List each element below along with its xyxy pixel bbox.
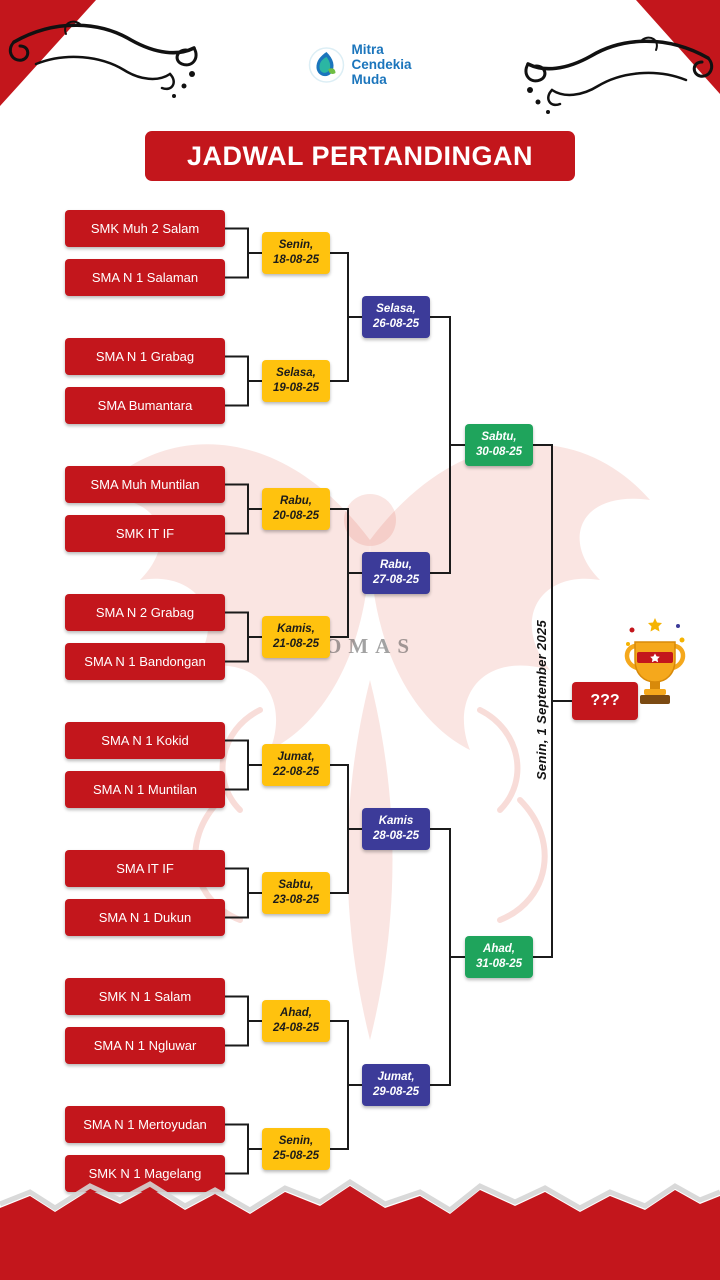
final-schedule-text: Senin, 1 September 2025 [534, 619, 549, 781]
match-date-box: Rabu, 20-08-25 [262, 488, 330, 530]
match-date: 23-08-25 [272, 894, 320, 906]
match-date-box: Ahad, 24-08-25 [262, 1000, 330, 1042]
match-date: 20-08-25 [272, 510, 320, 522]
logo-line-2: Cendekia [351, 57, 412, 73]
match-date: 26-08-25 [372, 318, 420, 330]
match-date: 25-08-25 [272, 1150, 320, 1162]
match-date: 28-08-25 [372, 830, 420, 842]
match-day: Ahad, [483, 943, 515, 956]
match-date: 21-08-25 [272, 638, 320, 650]
match-date-box: Selasa, 19-08-25 [262, 360, 330, 402]
match-day: Rabu, [380, 559, 412, 572]
team-box: SMA N 1 Grabag [65, 338, 225, 375]
match-date: 19-08-25 [272, 382, 320, 394]
logo-text: Mitra Cendekia Muda [351, 42, 411, 87]
match-day: Selasa, [276, 367, 316, 380]
team-box: SMK IT IF [65, 515, 225, 552]
match-day: Kamis, [277, 623, 315, 636]
match-day: Senin, [278, 239, 314, 252]
team-box: SMA N 2 Grabag [65, 594, 225, 631]
logo: Mitra Cendekia Muda [308, 42, 412, 87]
match-date-box: Selasa, 26-08-25 [362, 296, 430, 338]
team-box: SMA N 1 Mertoyudan [65, 1106, 225, 1143]
team-box: SMA N 1 Kokid [65, 722, 225, 759]
match-date-box: Kamis 28-08-25 [362, 808, 430, 850]
team-box: SMA N 1 Ngluwar [65, 1027, 225, 1064]
match-date: 30-08-25 [475, 446, 523, 458]
team-box: SMA Muh Muntilan [65, 466, 225, 503]
match-date-box: Senin, 18-08-25 [262, 232, 330, 274]
match-day: Kamis [378, 815, 414, 828]
match-day: Sabtu, [481, 431, 517, 444]
torn-paper-edge [0, 1179, 720, 1280]
final-winner-box: ??? [572, 682, 638, 720]
match-date: 18-08-25 [272, 254, 320, 266]
team-box: SMA N 1 Dukun [65, 899, 225, 936]
flourish-ornament-right [524, 36, 714, 114]
match-day: Selasa, [376, 303, 416, 316]
logo-mark-icon [308, 46, 345, 83]
match-date-box: Senin, 25-08-25 [262, 1128, 330, 1170]
match-date: 22-08-25 [272, 766, 320, 778]
team-box: SMK Muh 2 Salam [65, 210, 225, 247]
match-day: Jumat, [377, 1071, 415, 1084]
team-box: SMA N 1 Bandongan [65, 643, 225, 680]
match-day: Senin, [278, 1135, 314, 1148]
title-banner: JADWAL PERTANDINGAN [145, 131, 575, 181]
team-box: SMA N 1 Salaman [65, 259, 225, 296]
match-date-box: Jumat, 29-08-25 [362, 1064, 430, 1106]
team-box: SMK N 1 Salam [65, 978, 225, 1015]
trophy-icon [624, 618, 686, 704]
flourish-ornament-left [8, 20, 198, 98]
team-box: SMA Bumantara [65, 387, 225, 424]
team-box: SMA N 1 Muntilan [65, 771, 225, 808]
match-date: 29-08-25 [372, 1086, 420, 1098]
match-date-box: Sabtu, 23-08-25 [262, 872, 330, 914]
match-date: 24-08-25 [272, 1022, 320, 1034]
match-day: Rabu, [280, 495, 312, 508]
match-date-box: Rabu, 27-08-25 [362, 552, 430, 594]
team-box: SMA IT IF [65, 850, 225, 887]
match-date: 27-08-25 [372, 574, 420, 586]
logo-line-3: Muda [351, 72, 387, 88]
match-date-box: Ahad, 31-08-25 [465, 936, 533, 978]
match-day: Ahad, [280, 1007, 312, 1020]
match-date-box: Sabtu, 30-08-25 [465, 424, 533, 466]
final-winner-label: ??? [590, 692, 620, 709]
match-date-box: Kamis, 21-08-25 [262, 616, 330, 658]
match-day: Jumat, [277, 751, 315, 764]
match-day: Sabtu, [278, 879, 314, 892]
logo-line-1: Mitra [351, 42, 384, 57]
match-date-box: Jumat, 22-08-25 [262, 744, 330, 786]
page-title: JADWAL PERTANDINGAN [186, 140, 533, 171]
match-date: 31-08-25 [475, 958, 523, 970]
